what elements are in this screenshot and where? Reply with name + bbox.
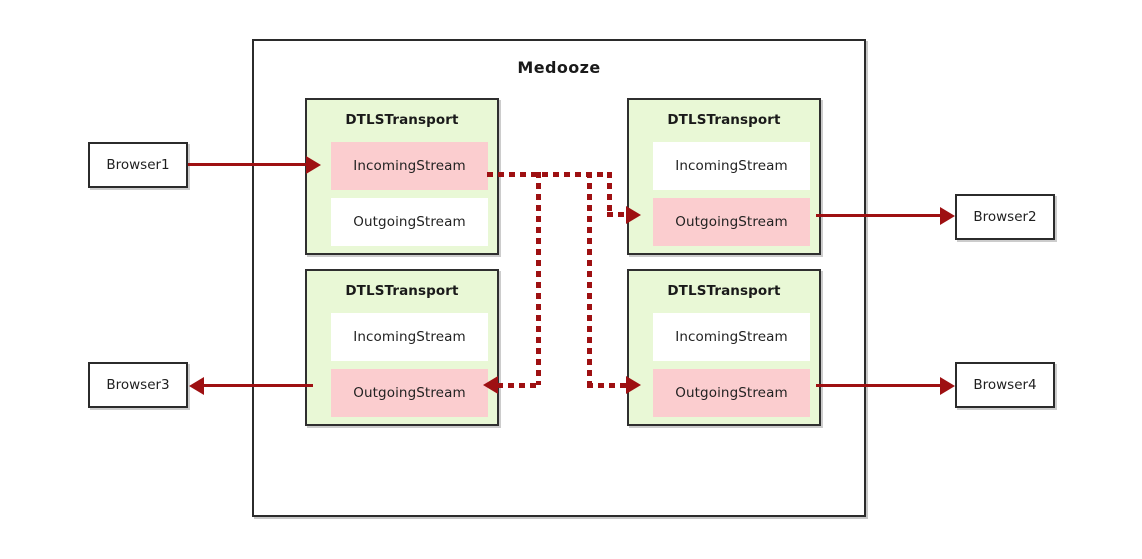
transport-bottom-right-incoming-stream: IncomingStream (653, 313, 810, 361)
transport-bottom-right-outgoing-stream: OutgoingStream (653, 369, 810, 417)
dotted-branch-to-bottom-right-vertical (587, 172, 592, 385)
transport-bottom-left: DTLSTransport IncomingStream OutgoingStr… (305, 269, 499, 426)
transport-top-right: DTLSTransport IncomingStream OutgoingStr… (627, 98, 821, 255)
arrowhead-outgoing-to-browser3 (189, 377, 204, 395)
transport-top-right-outgoing-stream: OutgoingStream (653, 198, 810, 246)
arrowhead-dotted-to-bottom-right-outgoing (626, 376, 641, 394)
arrowhead-dotted-to-top-right-outgoing (626, 206, 641, 224)
dotted-branch-to-bottom-left-vertical (536, 172, 541, 385)
browser1-label: Browser1 (106, 157, 170, 173)
transport-top-right-title: DTLSTransport (667, 112, 781, 128)
transport-top-left-title: DTLSTransport (345, 112, 459, 128)
browser4-label: Browser4 (973, 377, 1037, 393)
transport-bottom-left-title: DTLSTransport (345, 283, 459, 299)
transport-top-left-outgoing-stream: OutgoingStream (331, 198, 488, 246)
browser2-label: Browser2 (973, 209, 1037, 225)
connector-outgoing-to-browser4 (816, 384, 944, 387)
browser1-node: Browser1 (88, 142, 188, 188)
transport-top-left-incoming-stream: IncomingStream (331, 142, 488, 190)
transport-bottom-right-title: DTLSTransport (667, 283, 781, 299)
dotted-branch-to-bottom-left-horizontal (497, 383, 541, 388)
transport-bottom-left-incoming-stream: IncomingStream (331, 313, 488, 361)
transport-top-right-incoming-stream: IncomingStream (653, 142, 810, 190)
dotted-branch-to-top-right-horizontal (607, 212, 630, 217)
transport-bottom-right: DTLSTransport IncomingStream OutgoingStr… (627, 269, 821, 426)
medooze-title: Medooze (517, 58, 601, 77)
browser3-node: Browser3 (88, 362, 188, 408)
dotted-bus-horizontal (487, 172, 612, 177)
connector-outgoing-to-browser2 (816, 214, 944, 217)
dotted-branch-to-bottom-right-horizontal (587, 383, 630, 388)
arrowhead-dotted-to-bottom-left-outgoing (483, 376, 498, 394)
arrowhead-outgoing-to-browser2 (940, 207, 955, 225)
arrowhead-browser1-to-incoming (306, 156, 321, 174)
browser4-node: Browser4 (955, 362, 1055, 408)
transport-top-left: DTLSTransport IncomingStream OutgoingStr… (305, 98, 499, 255)
connector-browser1-to-incoming (188, 163, 312, 166)
browser2-node: Browser2 (955, 194, 1055, 240)
transport-bottom-left-outgoing-stream: OutgoingStream (331, 369, 488, 417)
arrowhead-outgoing-to-browser4 (940, 377, 955, 395)
connector-outgoing-to-browser3 (203, 384, 313, 387)
browser3-label: Browser3 (106, 377, 170, 393)
dotted-branch-to-top-right-vertical (607, 172, 612, 214)
